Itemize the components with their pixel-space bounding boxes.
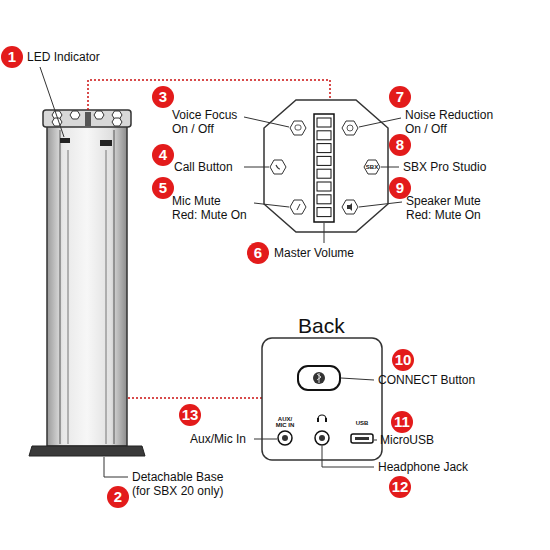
port-label: AUX/ MIC IN <box>276 416 295 428</box>
volume-segment <box>317 131 331 140</box>
volume-segment <box>317 156 331 165</box>
detachable-base <box>29 446 145 456</box>
callout-number: 6 <box>247 242 269 264</box>
callout-number: 8 <box>389 134 411 156</box>
link-dots <box>128 397 262 399</box>
callout-number: 7 <box>389 86 411 108</box>
volume-segment <box>317 208 331 217</box>
callout-number: 12 <box>389 476 411 498</box>
callout-number: 2 <box>107 486 129 508</box>
part-label: Call Button <box>174 160 234 174</box>
callout-number: 1 <box>1 46 23 68</box>
top-panel <box>264 100 388 232</box>
callout-number: 11 <box>391 411 413 433</box>
part-label: MicroUSB <box>380 433 436 447</box>
part-label: Detachable Base (for SBX 20 only) <box>132 470 224 498</box>
part-label: LED Indicator <box>27 50 101 64</box>
port-label: USB <box>355 420 369 426</box>
back-panel <box>262 338 382 460</box>
callout-number: 3 <box>152 86 174 108</box>
panel-heading: Back <box>298 314 346 338</box>
part-label: Mic Mute Red: Mute On <box>172 194 247 222</box>
volume-segment <box>317 195 331 204</box>
callout-number: 5 <box>152 177 174 199</box>
volume-segment <box>317 169 331 178</box>
part-label: Master Volume <box>274 246 356 260</box>
volume-segment <box>317 182 331 191</box>
callout-number: 4 <box>152 144 174 166</box>
part-label: Speaker Mute Red: Mute On <box>406 194 481 222</box>
part-label: Headphone Jack <box>378 460 470 474</box>
part-label: CONNECT Button <box>378 373 477 387</box>
part-label: Noise Reduction On / Off <box>405 108 494 136</box>
leader-lines <box>40 67 402 477</box>
speaker-tower <box>43 110 131 446</box>
part-label: Voice Focus On / Off <box>172 108 238 136</box>
callout-number: 13 <box>179 404 201 426</box>
part-label: SBX Pro Studio <box>403 160 488 174</box>
volume-segment <box>317 118 331 127</box>
part-label: Aux/Mic In <box>190 432 248 446</box>
port-label: SBX <box>365 164 379 170</box>
callout-number: 10 <box>392 349 414 371</box>
volume-segment <box>317 144 331 153</box>
